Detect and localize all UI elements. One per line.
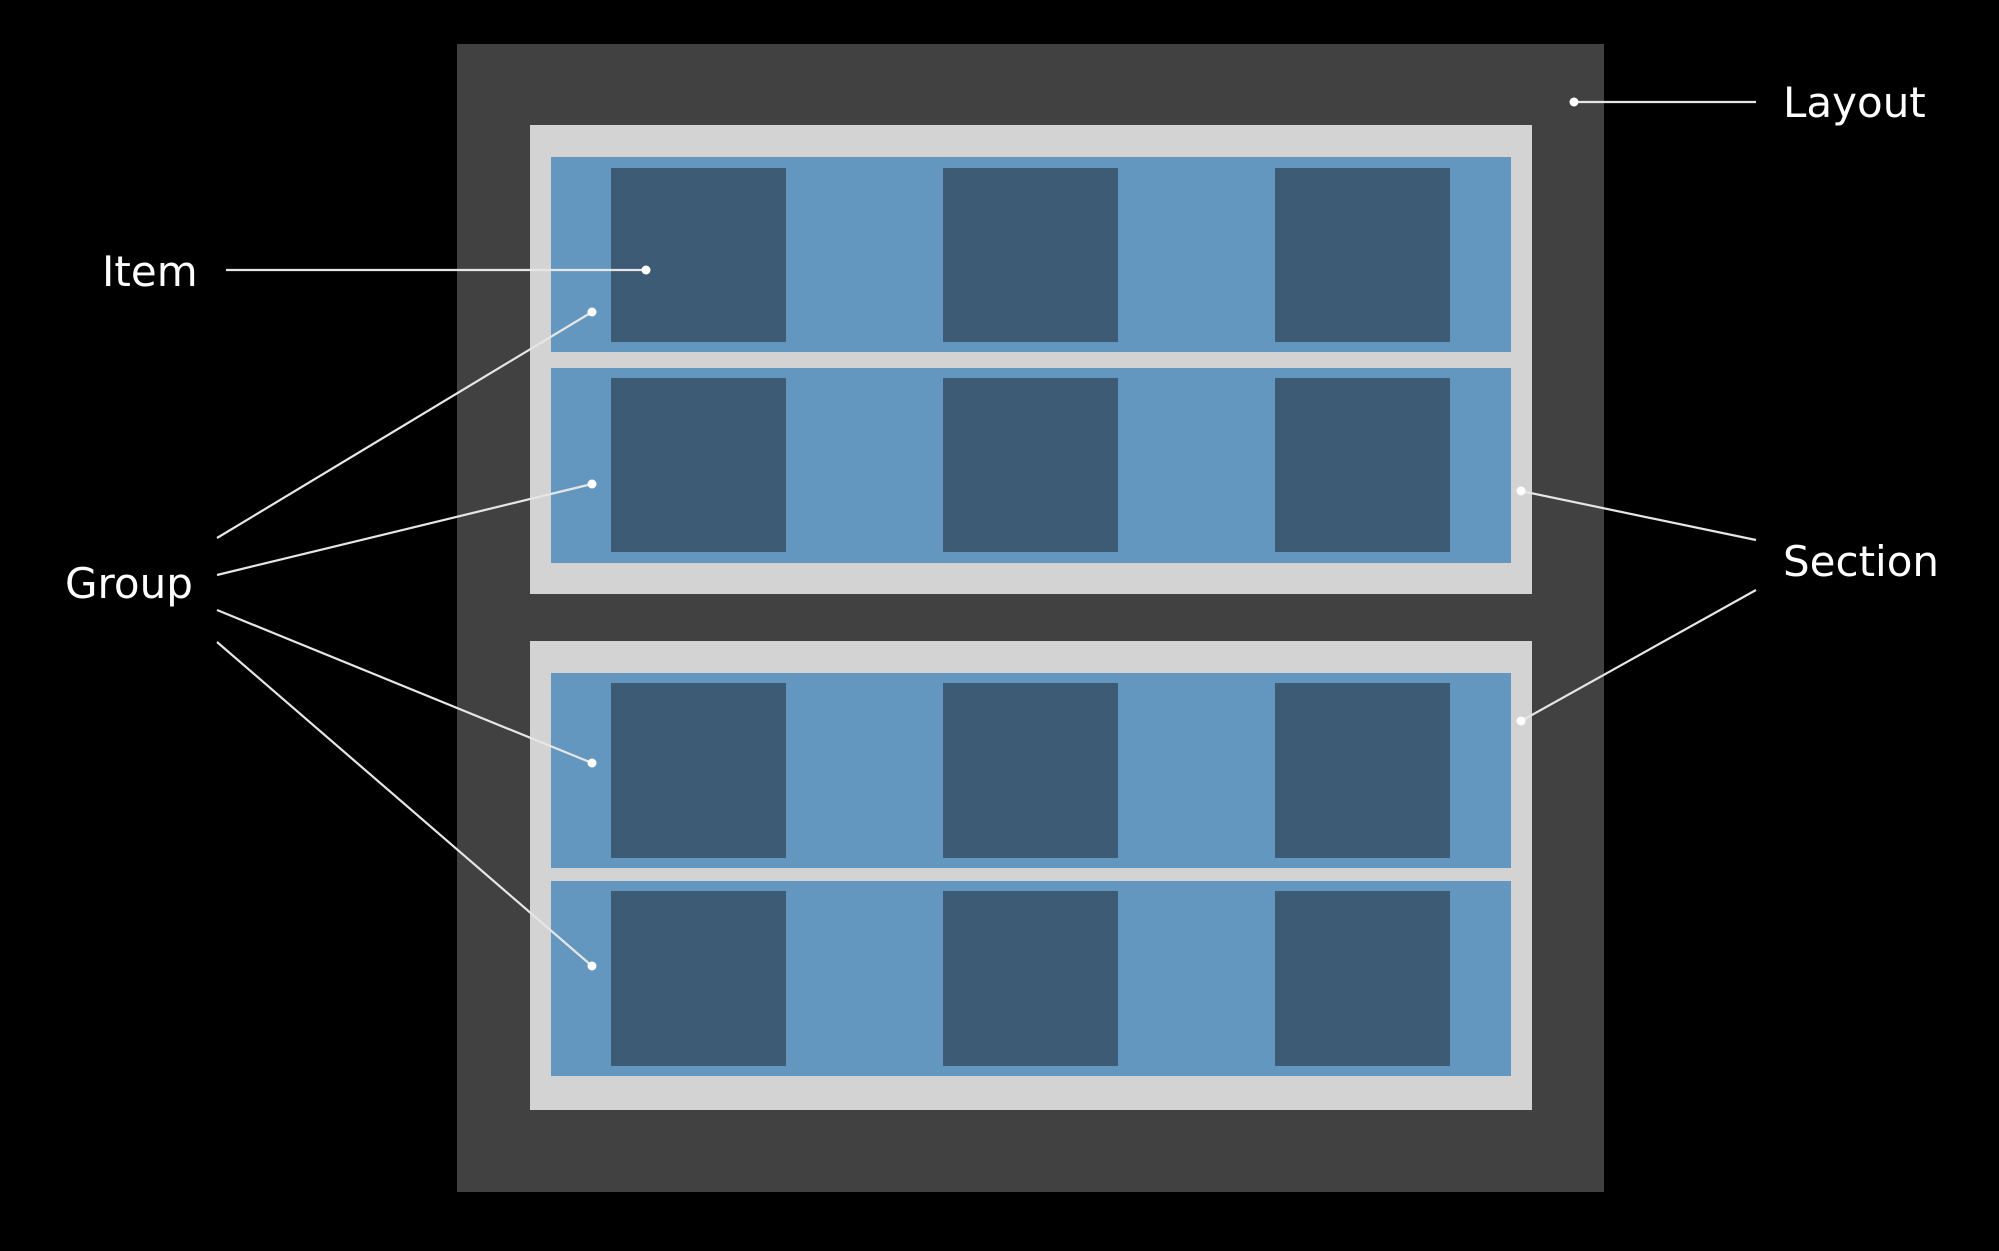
section-2-group-1 <box>551 673 1511 868</box>
item-label: Item <box>102 247 198 296</box>
item-box <box>611 168 786 342</box>
section-2 <box>530 641 1532 1110</box>
item-box <box>943 168 1118 342</box>
section-2-group-2 <box>551 881 1511 1076</box>
item-box <box>611 378 786 552</box>
item-box <box>611 683 786 858</box>
section-1-group-1 <box>551 157 1511 352</box>
group-callout <box>216 307 597 971</box>
section-label: Section <box>1783 537 1939 586</box>
section-callout <box>1516 486 1757 726</box>
item-callout <box>226 265 651 275</box>
item-box <box>1275 168 1450 342</box>
item-box <box>943 683 1118 858</box>
item-box <box>1275 683 1450 858</box>
item-box <box>1275 891 1450 1066</box>
group-label: Group <box>65 559 193 608</box>
item-box <box>611 891 786 1066</box>
layout-label: Layout <box>1783 78 1926 127</box>
item-box <box>1275 378 1450 552</box>
layout-callout <box>1569 97 1756 107</box>
section-1-group-2 <box>551 368 1511 563</box>
item-box <box>943 378 1118 552</box>
item-box <box>943 891 1118 1066</box>
section-1 <box>530 125 1532 594</box>
